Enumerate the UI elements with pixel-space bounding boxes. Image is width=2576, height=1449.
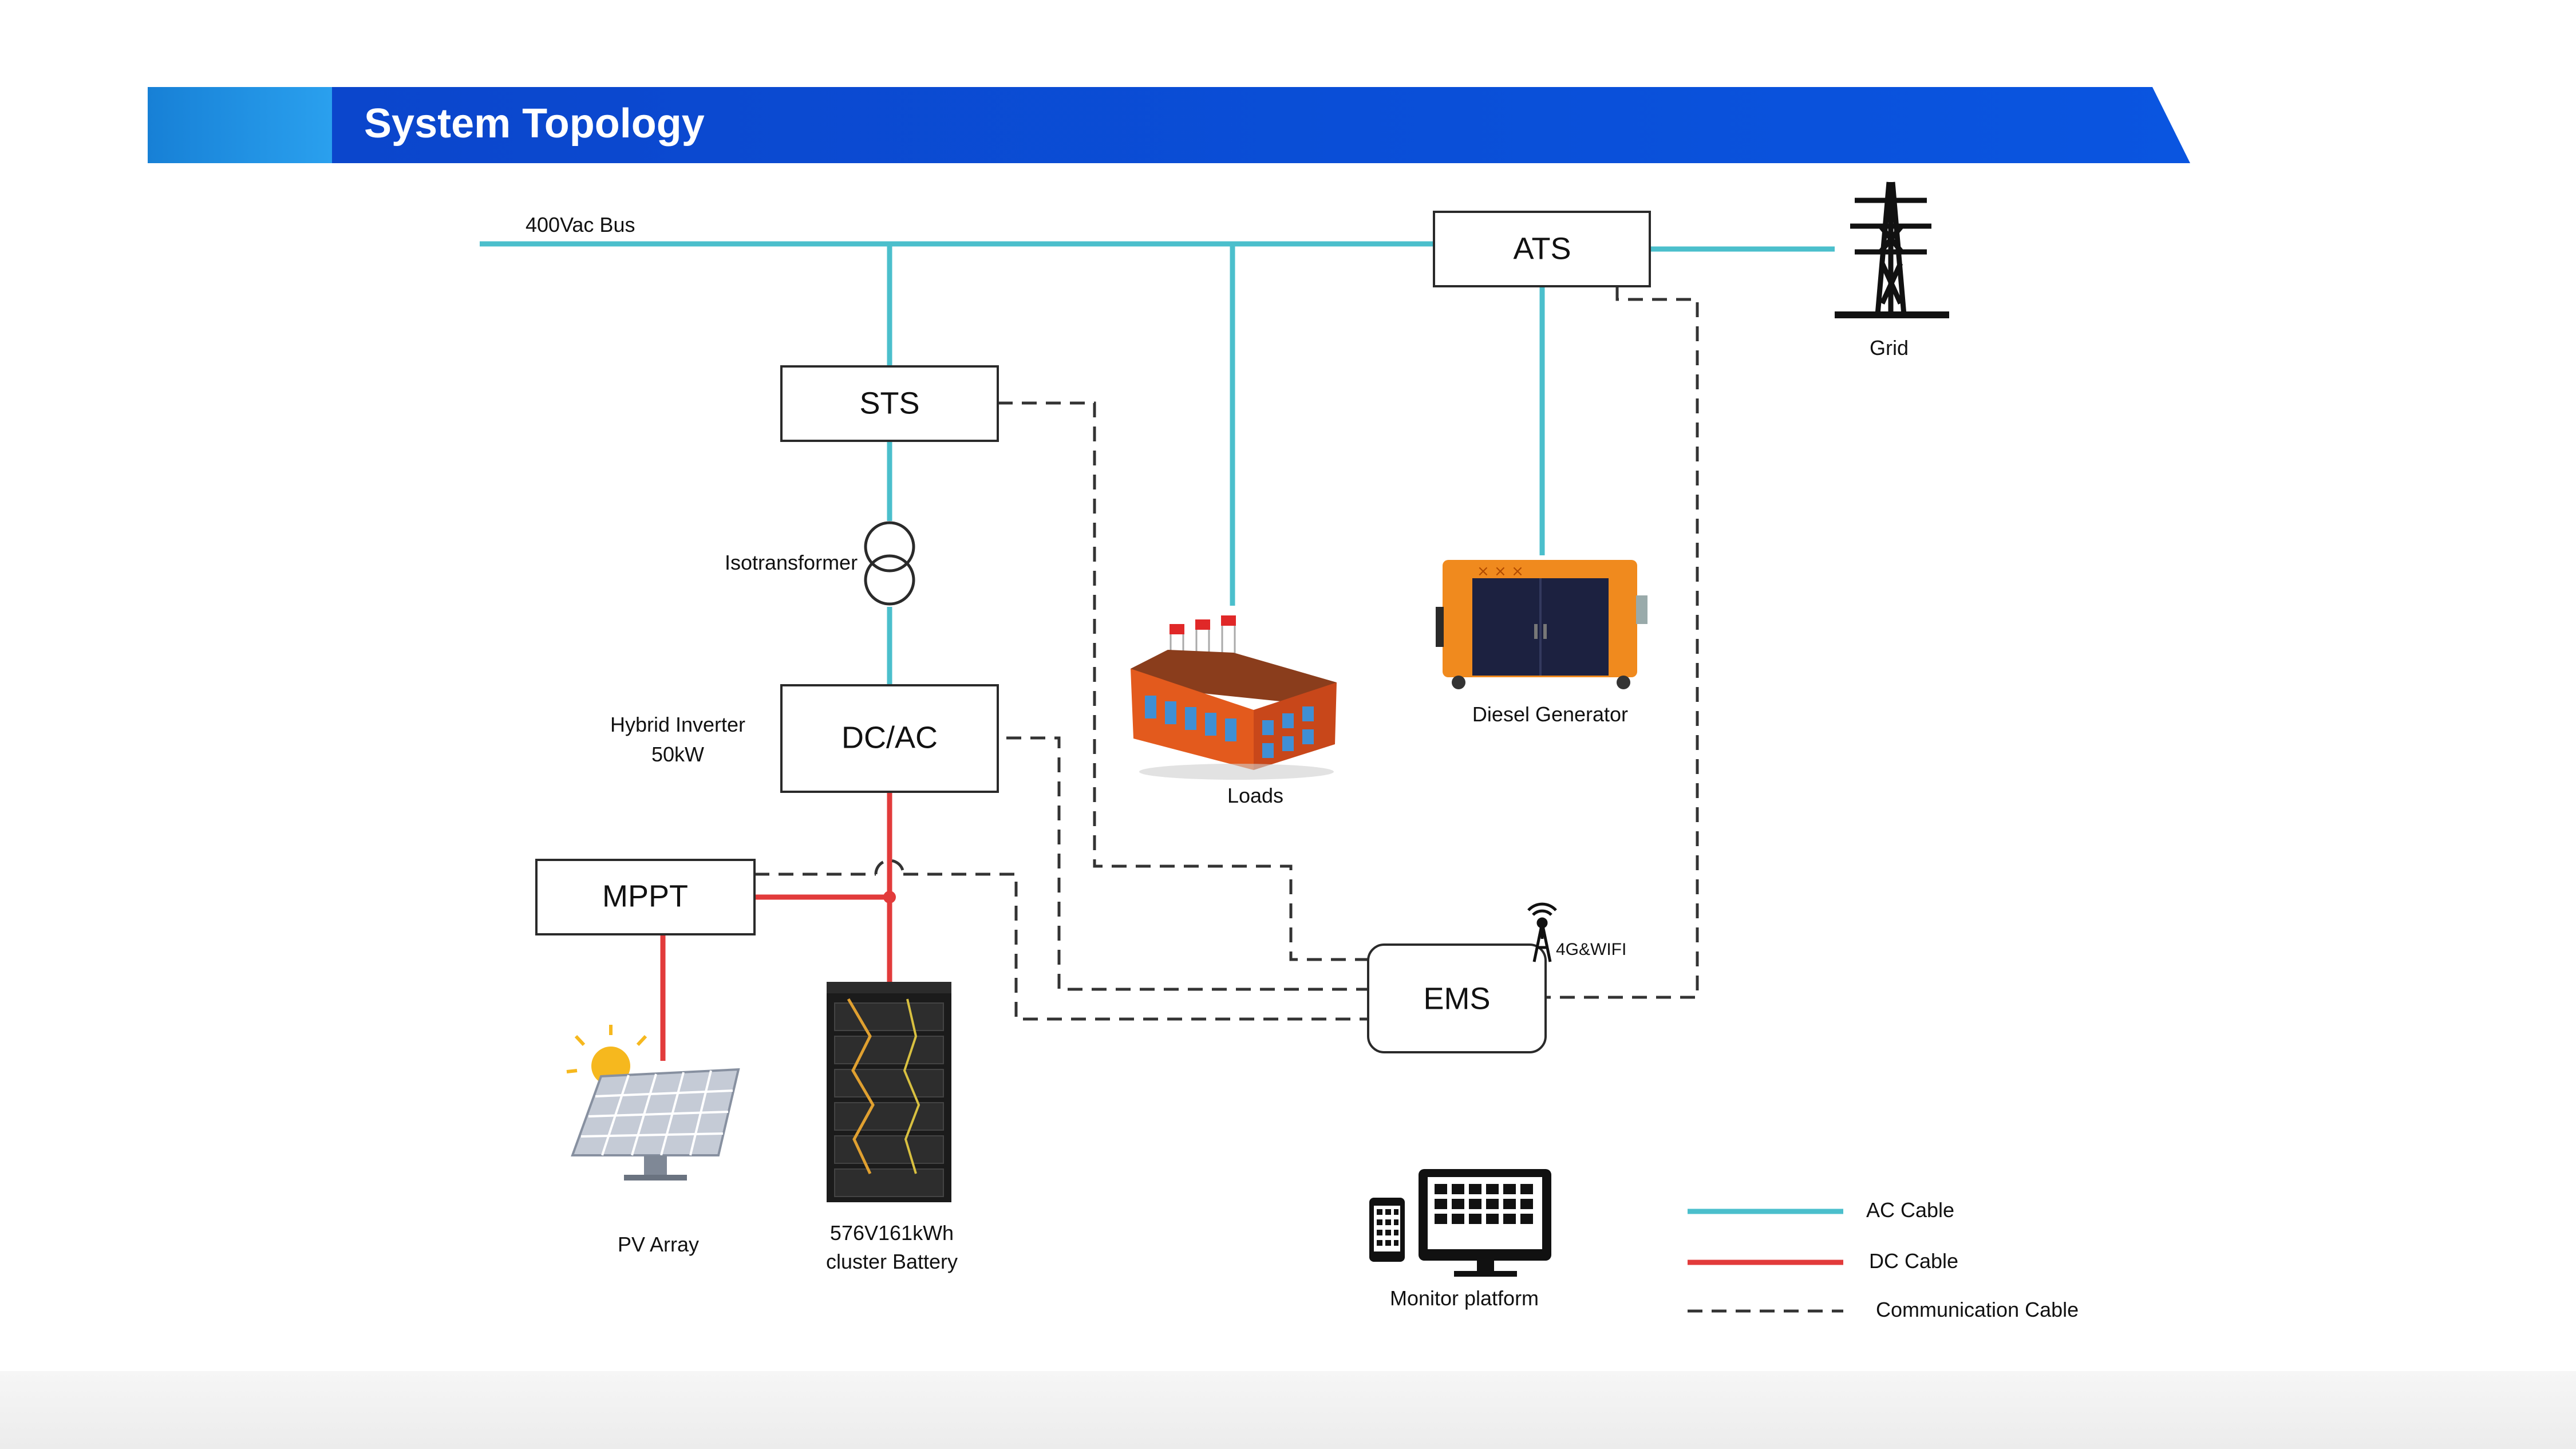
ac-cables	[480, 241, 1835, 685]
dc-cables	[660, 792, 896, 1061]
legend-comm-label: Communication Cable	[1876, 1298, 2079, 1321]
diesel-generator-label: Diesel Generator	[1472, 702, 1628, 726]
factory-icon	[1131, 615, 1337, 780]
bus-label: 400Vac Bus	[526, 213, 635, 236]
monitor-phone-icon	[1369, 1169, 1551, 1277]
generator-icon: × × ×	[1436, 560, 1647, 689]
legend-dc-label: DC Cable	[1869, 1249, 1958, 1273]
legend: AC Cable DC Cable Communication Cable	[1688, 1198, 2079, 1321]
battery-rack-icon	[827, 982, 951, 1202]
header-bar: System Topology	[148, 87, 2190, 163]
svg-text:ATS: ATS	[1513, 231, 1571, 266]
pv-array-label: PV Array	[618, 1233, 699, 1256]
solar-panel-icon	[566, 1025, 740, 1180]
battery-label-line1: 576V161kWh	[830, 1221, 954, 1245]
hybrid-inverter-label-line1: Hybrid Inverter	[610, 713, 745, 736]
hybrid-inverter-label-line2: 50kW	[651, 743, 704, 766]
transformer-icon	[864, 521, 915, 606]
ems-box: EMS	[1367, 943, 1547, 1053]
dcac-inverter-box: DC/AC	[780, 684, 999, 793]
svg-text:MPPT: MPPT	[602, 879, 688, 913]
transmission-tower-icon	[1835, 181, 1949, 318]
svg-text:× × ×: × × ×	[1477, 563, 1524, 580]
isotransformer-label: Isotransformer	[725, 551, 858, 574]
footer-band	[0, 1371, 2576, 1449]
sts-box: STS	[780, 365, 999, 442]
page-title: System Topology	[364, 101, 705, 147]
grid-label: Grid	[1870, 336, 1909, 360]
ats-box: ATS	[1433, 211, 1651, 287]
communication-cables	[754, 286, 1699, 1021]
loads-label: Loads	[1227, 784, 1283, 807]
svg-text:STS: STS	[859, 386, 919, 420]
svg-text:EMS: EMS	[1423, 981, 1490, 1016]
mppt-box: MPPT	[535, 859, 756, 935]
svg-text:DC/AC: DC/AC	[841, 720, 938, 755]
antenna-icon	[1527, 902, 1557, 962]
battery-label-line2: cluster Battery	[826, 1250, 958, 1273]
legend-ac-label: AC Cable	[1866, 1198, 1954, 1222]
monitor-platform-label: Monitor platform	[1390, 1286, 1539, 1310]
wireless-label: 4G&WIFI	[1556, 940, 1626, 959]
